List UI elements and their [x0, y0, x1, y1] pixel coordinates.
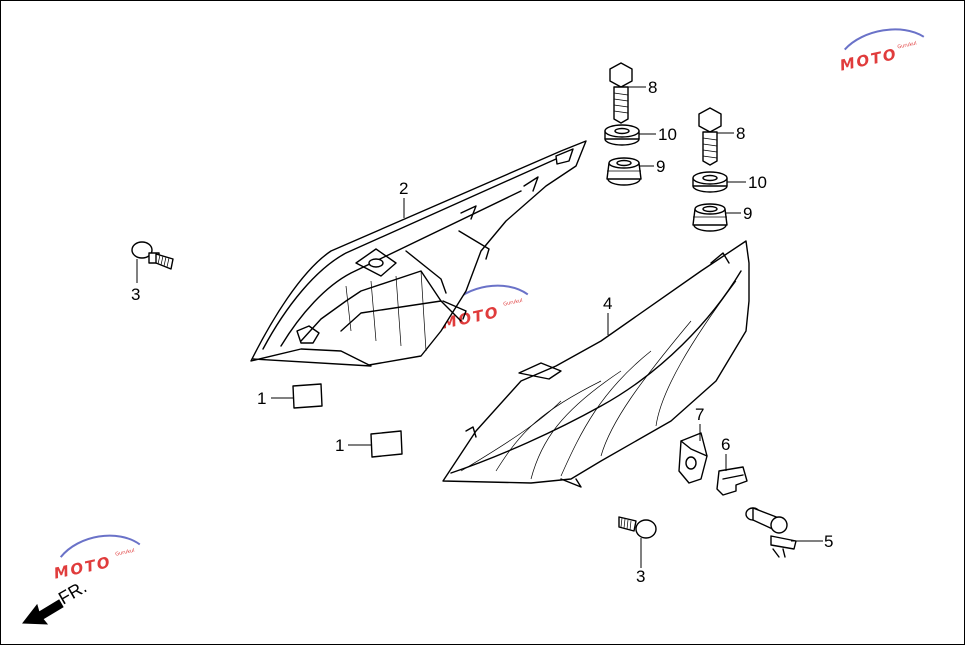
watermark-tagline: Gurukul — [115, 548, 135, 558]
callout-8: 8 — [736, 124, 745, 143]
watermark-tagline: Gurukul — [897, 41, 917, 51]
callout-8: 8 — [648, 78, 657, 97]
watermark-bottom-left: MOTO Gurukul — [52, 534, 141, 583]
part-10-collar-right — [692, 171, 728, 193]
watermark-brand: MOTO — [838, 45, 899, 75]
part-1-sticker-lower — [370, 430, 403, 458]
callout-9: 9 — [656, 157, 665, 176]
part-3-screw-upper — [131, 241, 174, 270]
leader-lines — [136, 86, 823, 568]
part-8-bolt-right — [698, 107, 722, 166]
part-1-sticker-upper — [292, 383, 323, 409]
watermark-top-right: MOTO Gurukul — [838, 28, 925, 75]
part-3-screw-lower — [618, 516, 657, 539]
callout-10: 10 — [658, 125, 677, 144]
front-arrow-icon — [22, 599, 64, 625]
callout-7: 7 — [695, 405, 704, 424]
part-9-grommet-right — [692, 203, 728, 232]
callout-numbers: 1 1 2 3 3 4 5 6 7 8 8 9 9 10 10 — [131, 78, 833, 586]
part-2-left-side-cover — [250, 140, 587, 367]
callout-1: 1 — [335, 436, 344, 455]
front-direction-indicator: FR. — [22, 577, 90, 625]
part-7-bracket — [678, 432, 708, 484]
part-6-clip — [716, 466, 748, 496]
callout-10: 10 — [748, 173, 767, 192]
callout-5: 5 — [824, 532, 833, 551]
callout-6: 6 — [721, 435, 730, 454]
callout-9: 9 — [743, 204, 752, 223]
callout-3: 3 — [131, 285, 140, 304]
part-8-bolt-left — [609, 62, 633, 124]
callout-1: 1 — [257, 389, 266, 408]
part-4-right-side-cover — [442, 240, 750, 488]
part-5-lock-latch — [745, 507, 797, 558]
callout-4: 4 — [603, 294, 612, 313]
watermark-tagline: Gurukul — [503, 298, 523, 308]
part-9-grommet-left — [606, 157, 642, 186]
callout-2: 2 — [399, 179, 408, 198]
callout-3: 3 — [636, 567, 645, 586]
part-10-collar-left — [604, 124, 640, 146]
